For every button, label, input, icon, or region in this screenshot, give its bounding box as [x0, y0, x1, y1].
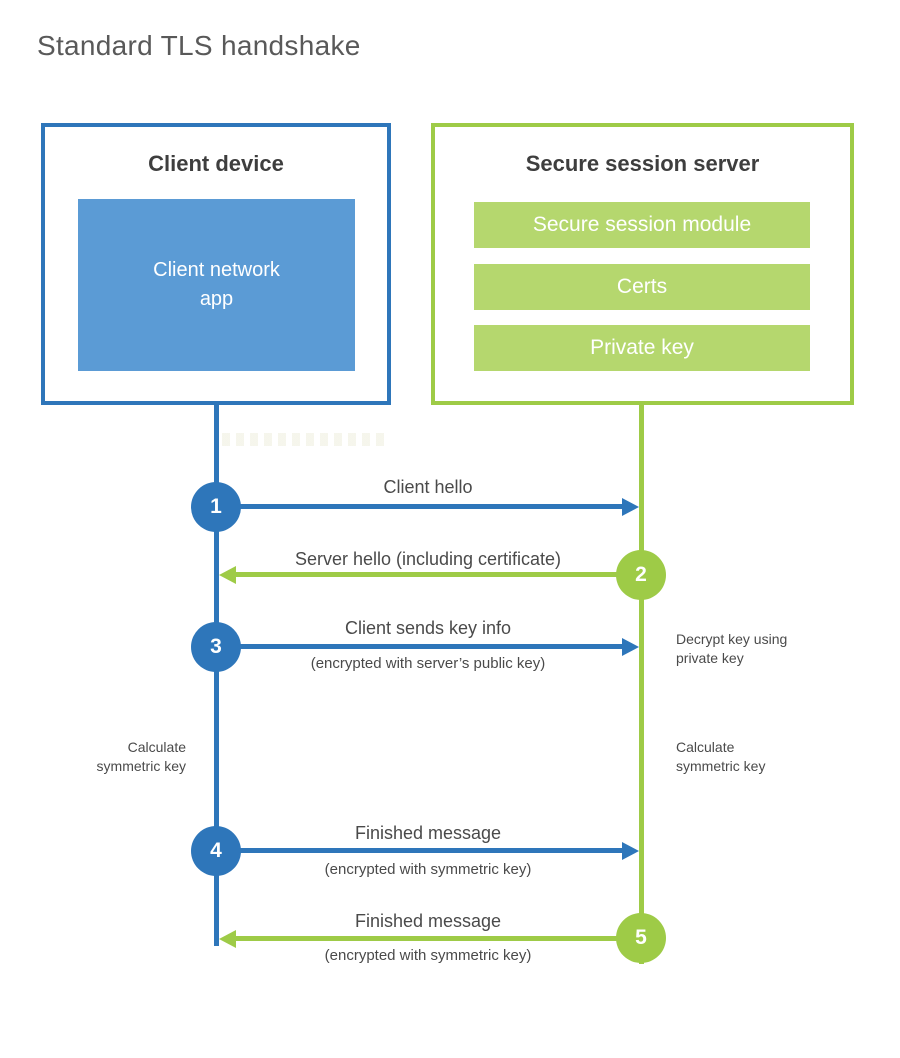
- arrow-step-1: [215, 504, 622, 509]
- arrowhead-left-icon: [219, 566, 236, 584]
- arrowhead-right-icon: [622, 638, 639, 656]
- step-3-sublabel: (encrypted with server’s public key): [310, 655, 546, 672]
- arrow-step-5: [235, 936, 641, 941]
- server-module-private-key: Private key: [474, 325, 810, 371]
- page-title: Standard TLS handshake: [37, 30, 361, 61]
- faint-artifact: [222, 433, 388, 446]
- server-module-certs: Certs: [474, 264, 810, 310]
- step-2-badge: 2: [616, 550, 666, 600]
- arrow-step-4: [215, 848, 622, 853]
- arrowhead-right-icon: [622, 498, 639, 516]
- decrypt-key-note-line2: private key: [676, 649, 744, 666]
- step-4-badge: 4: [191, 826, 241, 876]
- arrow-step-2: [235, 572, 641, 577]
- step-1-label: Client hello: [383, 477, 473, 497]
- step-4-label: Finished message: [354, 823, 502, 843]
- step-4-sublabel: (encrypted with symmetric key): [324, 861, 532, 878]
- client-lifeline: [214, 405, 219, 946]
- arrow-step-3: [215, 644, 622, 649]
- decrypt-key-note-line1: Decrypt key using: [676, 631, 788, 647]
- arrowhead-right-icon: [622, 842, 639, 860]
- step-5-sublabel: (encrypted with symmetric key): [324, 947, 532, 964]
- step-1-badge: 1: [191, 482, 241, 532]
- client-device-heading: Client device: [148, 151, 284, 176]
- decrypt-key-note: Decrypt key using private key: [676, 630, 826, 668]
- client-app-label-line2: app: [199, 288, 234, 310]
- step-3-label: Client sends key info: [344, 618, 512, 638]
- step-3-badge: 3: [191, 622, 241, 672]
- calculate-key-note-server-line2: symmetric key: [676, 757, 766, 774]
- calculate-key-note-server: Calculate symmetric key: [676, 738, 826, 776]
- calculate-key-note-client-line2: symmetric key: [96, 757, 186, 774]
- calculate-key-note-client: Calculate symmetric key: [46, 738, 186, 776]
- server-module-secure-session: Secure session module: [474, 202, 810, 248]
- client-network-app-box: Client network app: [78, 199, 355, 371]
- calculate-key-note-client-line1: Calculate: [127, 739, 186, 755]
- server-heading: Secure session server: [525, 151, 760, 176]
- step-5-label: Finished message: [354, 911, 502, 931]
- step-5-badge: 5: [616, 913, 666, 963]
- calculate-key-note-server-line1: Calculate: [676, 739, 735, 755]
- server-lifeline: [639, 405, 644, 964]
- arrowhead-left-icon: [219, 930, 236, 948]
- step-2-label: Server hello (including certificate): [294, 549, 562, 569]
- client-app-label-line1: Client network: [153, 259, 280, 281]
